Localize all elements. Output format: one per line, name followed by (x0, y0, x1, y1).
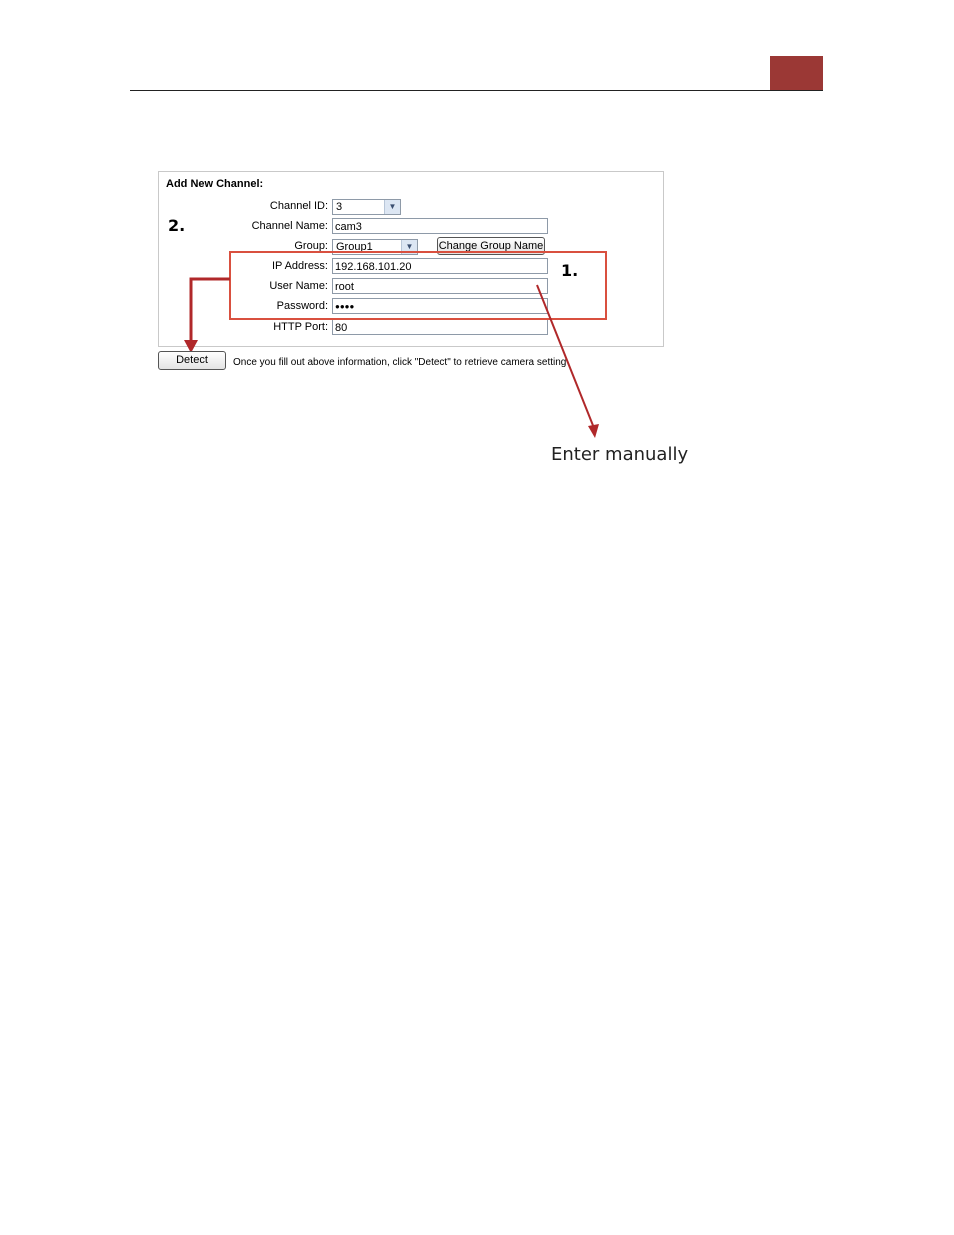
highlight-box (230, 252, 606, 319)
step-1-label: 1. (561, 261, 578, 280)
enter-manually-annotation: Enter manually (551, 444, 688, 465)
detect-hint-text: Once you fill out above information, cli… (233, 357, 566, 368)
detect-button[interactable]: Detect (158, 351, 226, 370)
detect-arrow (191, 279, 230, 347)
step-2-label: 2. (168, 216, 185, 235)
enter-manually-arrowhead (588, 424, 599, 438)
